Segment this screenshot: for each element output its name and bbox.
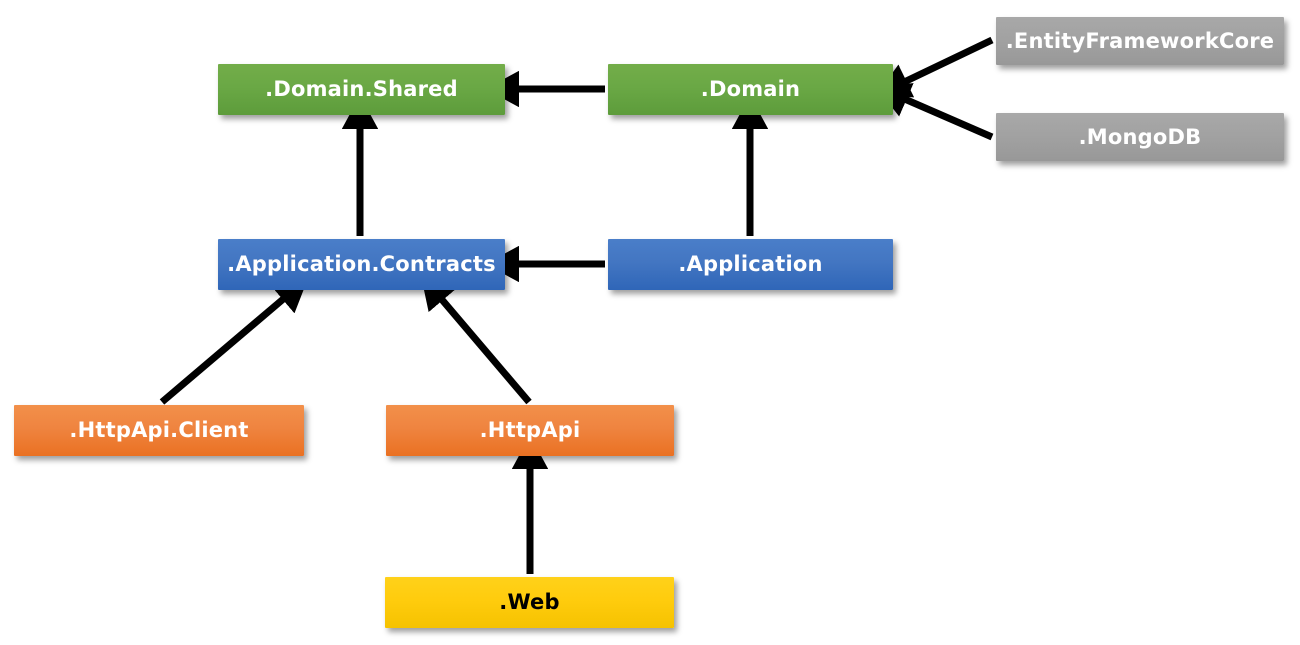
node-application-contracts[interactable]: .Application.Contracts [218, 239, 505, 290]
node-label-application-contracts: .Application.Contracts [227, 252, 496, 276]
node-entityframeworkcore[interactable]: .EntityFrameworkCore [996, 17, 1284, 65]
node-domain-shared[interactable]: .Domain.Shared [218, 64, 505, 115]
arrow-httpapi-to-application-contracts [420, 274, 532, 405]
node-application[interactable]: .Application [608, 239, 893, 290]
arrow-httpapi-client-to-application-contracts [159, 277, 309, 405]
node-label-httpapi-client: .HttpApi.Client [69, 418, 249, 442]
node-web[interactable]: .Web [385, 577, 674, 628]
node-httpapi[interactable]: .HttpApi [386, 405, 674, 456]
node-label-application: .Application [678, 252, 823, 276]
node-httpapi-client[interactable]: .HttpApi.Client [14, 405, 304, 456]
node-label-domain-shared: .Domain.Shared [265, 77, 458, 101]
node-mongodb[interactable]: .MongoDB [996, 113, 1284, 161]
node-label-web: .Web [499, 590, 560, 614]
node-label-mongodb: .MongoDB [1078, 124, 1202, 149]
arrow-mongodb-to-domain [875, 83, 994, 141]
node-domain[interactable]: .Domain [608, 64, 893, 115]
node-label-entityframeworkcore: .EntityFrameworkCore [1005, 28, 1275, 53]
node-label-domain: .Domain [700, 77, 801, 101]
edges-group [159, 36, 994, 574]
node-label-httpapi: .HttpApi [479, 418, 581, 442]
arrow-entityframeworkcore-to-domain [876, 36, 994, 98]
